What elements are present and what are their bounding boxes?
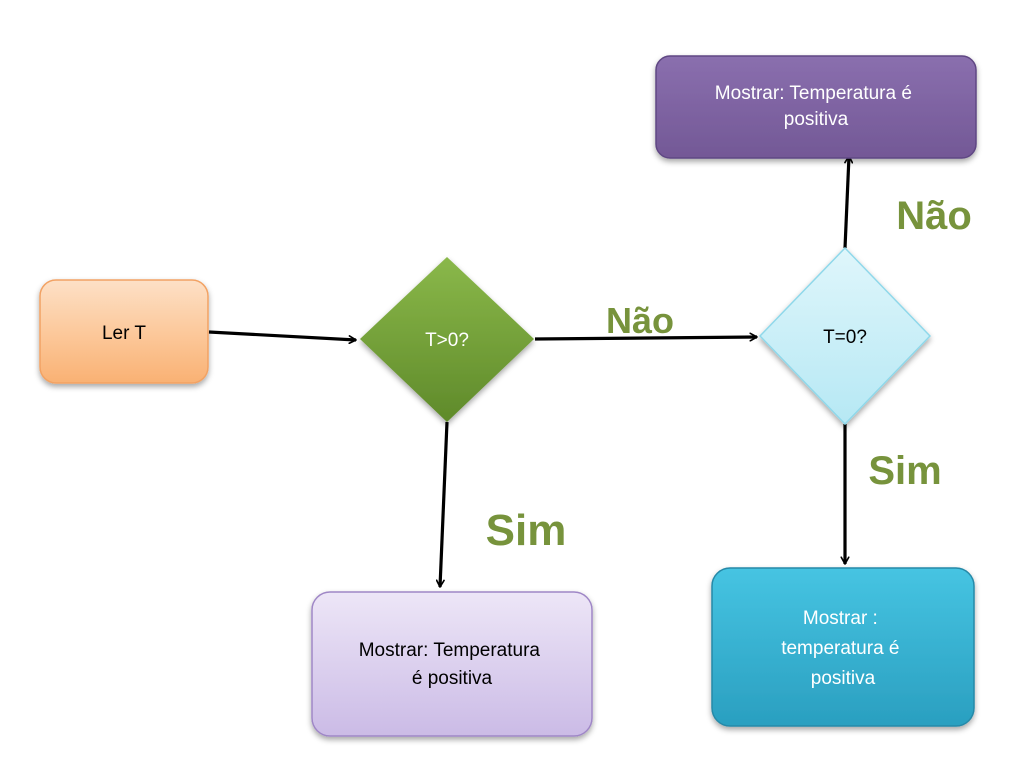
edge-label-sim-right: Sim — [868, 449, 941, 493]
node-output-bottom-right-line-2: temperatura é — [781, 638, 899, 659]
node-decision-gt0-label: T>0? — [425, 330, 469, 351]
node-output-bottom-left: Mostrar: Temperatura é positiva — [311, 591, 593, 737]
edge-gt0-to-output-bottom-left — [440, 421, 449, 587]
node-ler-t: Ler T — [39, 279, 209, 384]
node-output-bottom-right-line-1: Mostrar : — [803, 608, 878, 629]
node-output-bottom-left-line-1: Mostrar: Temperatura — [359, 640, 541, 661]
node-decision-gt0: T>0? — [360, 257, 534, 422]
edge-label-nao-middle: Não — [606, 300, 674, 341]
node-ler-t-label: Ler T — [102, 323, 146, 344]
svg-text:Mostrar: Temperatura é p: Mostrar: Temperatura é positiva — [715, 83, 917, 130]
node-decision-eq0: T=0? — [758, 246, 932, 426]
edge-eq0-to-output-top — [843, 156, 849, 249]
edge-ler-to-gt0 — [208, 330, 356, 340]
node-output-top-line-1: Mostrar: Temperatura é — [715, 83, 912, 104]
edge-label-nao-top: Não — [896, 194, 972, 238]
node-output-bottom-left-line-2: é positiva — [412, 668, 493, 689]
node-output-bottom-right-line-3: positiva — [811, 668, 876, 689]
node-decision-eq0-label: T=0? — [823, 327, 867, 348]
svg-text:Mostrar : temperatura é: Mostrar : temperatura é positiva — [781, 608, 905, 689]
node-output-bottom-right: Mostrar : temperatura é positiva — [711, 567, 975, 727]
svg-text:Mostrar: Temperatura é: Mostrar: Temperatura é positiva — [359, 640, 546, 689]
edges — [208, 156, 849, 587]
node-output-top: Mostrar: Temperatura é positiva — [655, 55, 977, 159]
edge-label-sim-left: Sim — [486, 506, 567, 555]
node-output-top-line-2: positiva — [784, 109, 849, 130]
edge-gt0-to-eq0 — [534, 337, 757, 339]
